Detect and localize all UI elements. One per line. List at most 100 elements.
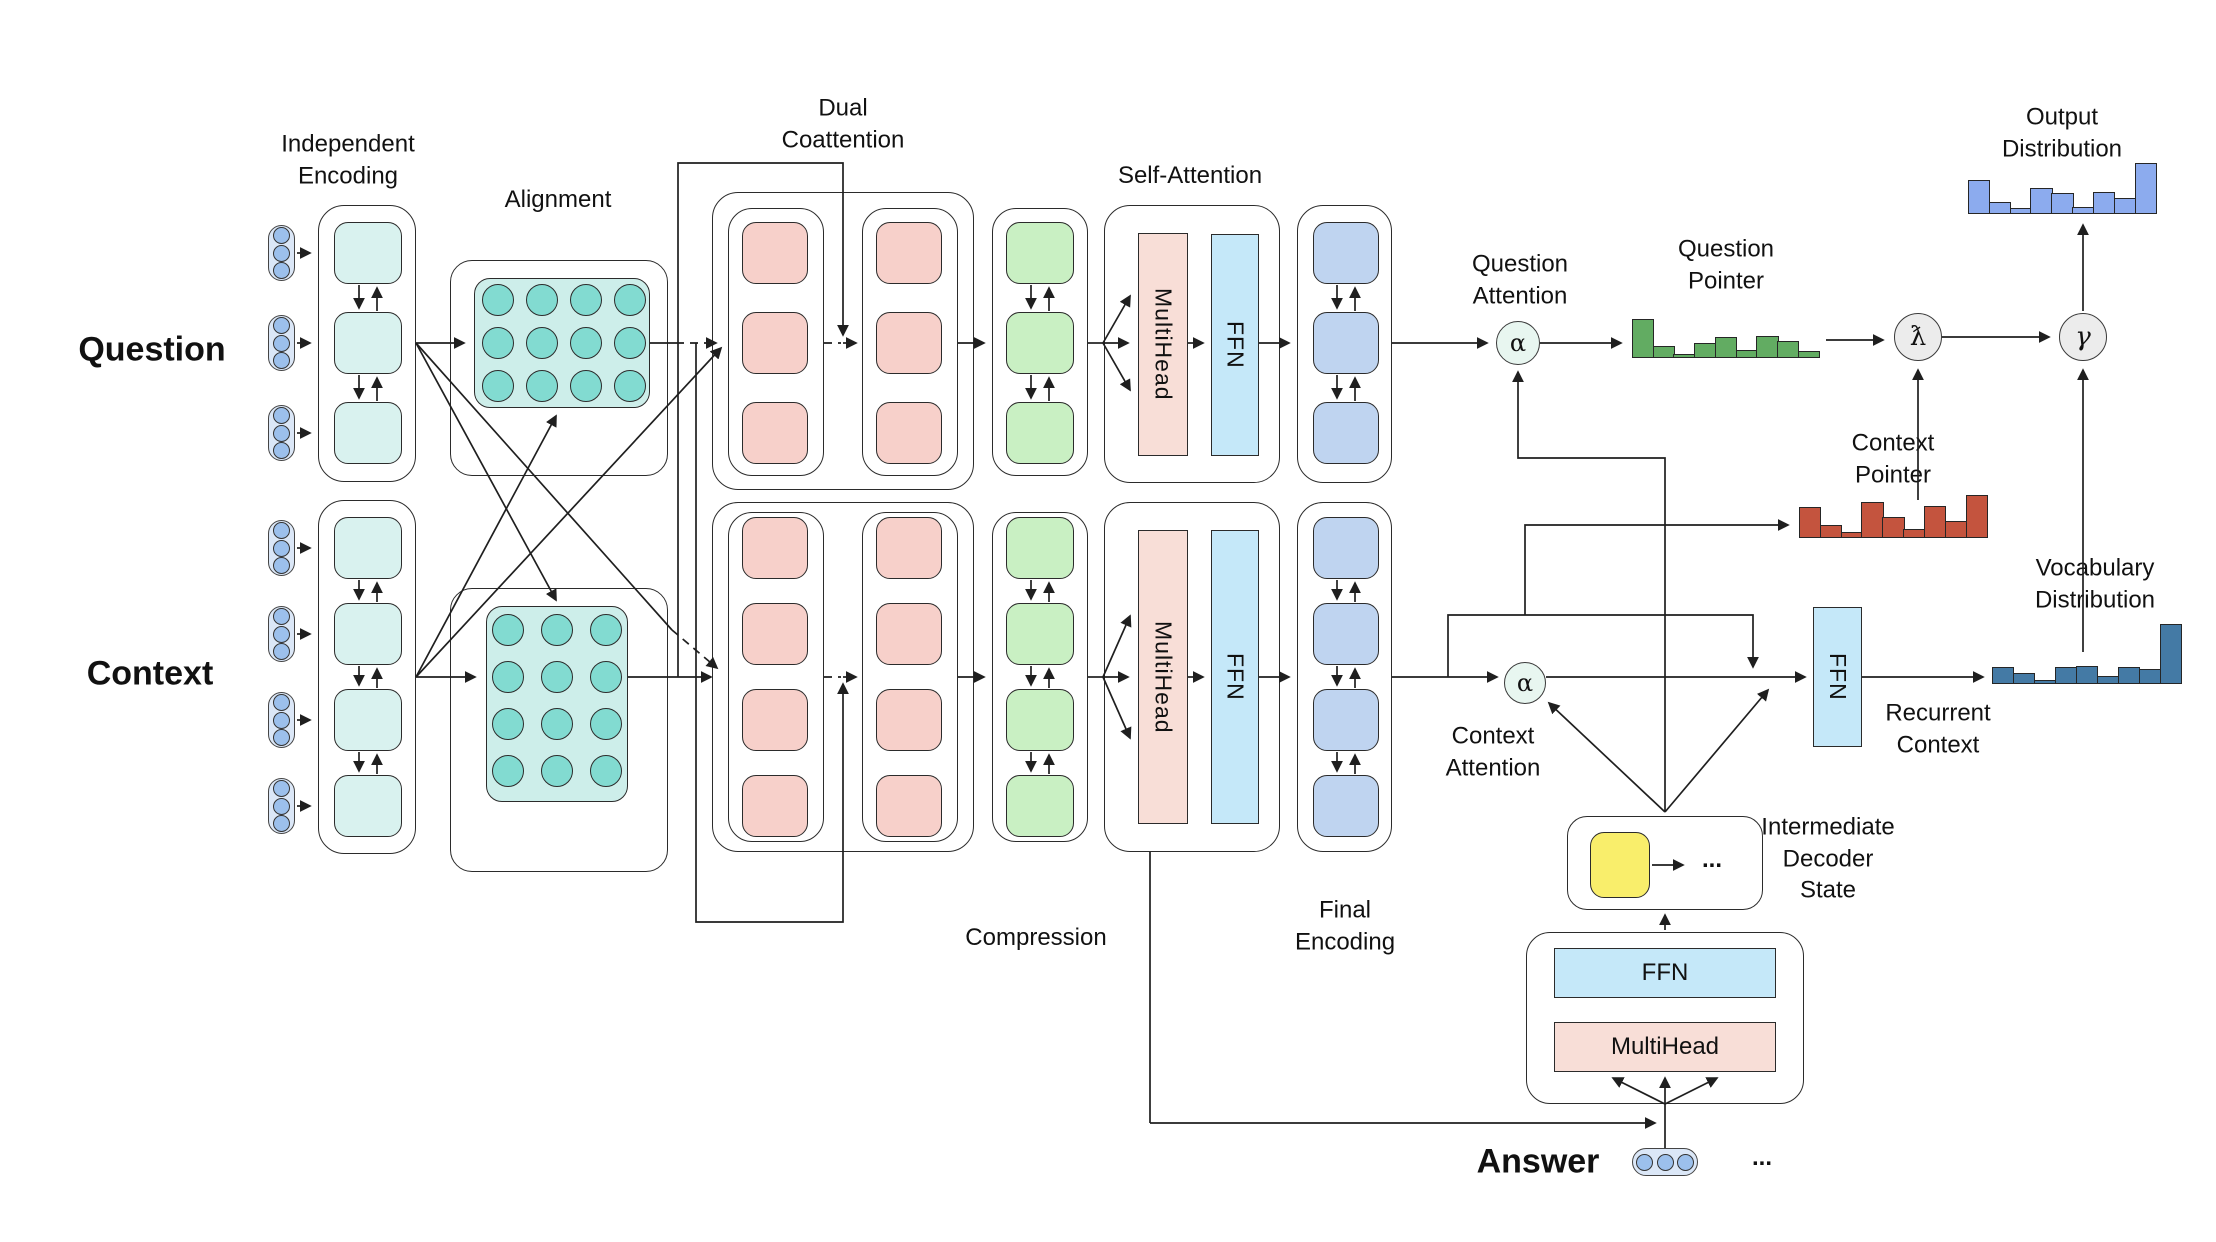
bar: [1992, 667, 2015, 684]
answer-token-pill: [1632, 1148, 1698, 1176]
coattention-context-col2: [862, 512, 958, 842]
question-token-pill: [268, 315, 295, 371]
token-circle: [273, 693, 290, 711]
question-encoder-cell: [334, 312, 402, 374]
coattention-question-cell: [742, 222, 808, 284]
token-circle: [273, 729, 290, 747]
context-alignment-circle: [541, 755, 573, 787]
final-encoding-question-cell: [1313, 402, 1379, 464]
context-alignment-circle: [590, 755, 622, 787]
intermediate-decoder-box: [1567, 816, 1763, 910]
token-circle: [273, 262, 290, 280]
question-multihead-box: MultiHead: [1138, 233, 1188, 456]
compression-question-cell: [1006, 222, 1074, 284]
compression-label: Compression: [965, 924, 1107, 952]
bar: [2054, 667, 2078, 684]
bar: [1861, 502, 1884, 538]
compression-context-col: [992, 512, 1088, 842]
bar: [2033, 680, 2057, 684]
context-token-pill: [268, 692, 295, 748]
question-alignment-circle: [526, 284, 558, 316]
context-alignment-circle: [541, 614, 573, 646]
bar: [1903, 529, 1926, 538]
bar: [2012, 673, 2036, 684]
context-ffn-label: FFN: [1222, 653, 1249, 701]
context-alignment-circle: [492, 755, 524, 787]
question-token-pill: [268, 225, 295, 281]
bar: [2134, 163, 2157, 214]
final-encoding-question-cell: [1313, 312, 1379, 374]
context-ffn-box: FFN: [1211, 530, 1259, 824]
coattention-context-cell: [742, 603, 808, 665]
token-circle: [273, 815, 290, 833]
coattention-question-cell: [876, 222, 942, 284]
decoder-ellipsis: ...: [1701, 846, 1723, 873]
context-alignment-circle: [541, 661, 573, 693]
context-token-pill: [268, 606, 295, 662]
token-circle: [273, 226, 290, 244]
token-circle: [273, 244, 290, 262]
token-circle: [273, 779, 290, 797]
final-encoding-context-cell: [1313, 775, 1379, 837]
bar: [1799, 507, 1822, 538]
bar: [1735, 350, 1758, 358]
context-alignment-circle: [492, 614, 524, 646]
question-ffn-box: FFN: [1211, 234, 1259, 456]
question-encoder-cell: [334, 402, 402, 464]
bar: [1923, 506, 1947, 538]
question-alignment-circle: [570, 327, 602, 359]
token-circle: [273, 424, 290, 442]
vocabulary-distribution-label: Vocabulary Distribution: [2034, 554, 2156, 613]
context-label: Context: [86, 654, 214, 693]
context-pointer-chart: [1799, 495, 1988, 538]
bar: [2030, 188, 2053, 214]
bar: [2117, 667, 2141, 684]
bar: [2113, 198, 2137, 214]
bar: [1819, 525, 1843, 538]
recurrent-context-label: Recurrent Context: [1885, 699, 1991, 758]
answer-label: Answer: [1476, 1142, 1600, 1181]
context-alignment-circle: [492, 661, 524, 693]
context-attention-label: Context Attention: [1445, 722, 1541, 781]
final-encoding-label: Final Encoding: [1294, 896, 1396, 955]
token-circle: [273, 539, 290, 557]
independent-encoding-label: Independent Encoding: [281, 130, 415, 189]
answer-token-circle: [1636, 1153, 1654, 1171]
coattention-question-col2: [862, 208, 958, 476]
output-distribution-label: Output Distribution: [2001, 103, 2123, 162]
compression-context-cell: [1006, 775, 1074, 837]
coattention-question-cell: [742, 402, 808, 464]
question-alignment-circle: [526, 327, 558, 359]
context-token-pill: [268, 778, 295, 834]
context-alignment-circle: [590, 614, 622, 646]
context-encoder-cell: [334, 517, 402, 579]
output-distribution-chart: [1968, 163, 2157, 214]
coattention-context-cell: [876, 517, 942, 579]
self-attention-label: Self-Attention: [1117, 162, 1263, 190]
bar: [2051, 193, 2074, 214]
context-token-pill: [268, 520, 295, 576]
decoder-ffn-label: FFN: [1641, 959, 1689, 986]
coattention-context-cell: [742, 689, 808, 751]
context-attention-node: α: [1504, 662, 1546, 704]
coattention-question-cell: [876, 312, 942, 374]
token-circle: [273, 557, 290, 575]
coattention-context-cell: [876, 603, 942, 665]
bar: [1673, 354, 1696, 358]
question-label: Question: [78, 330, 226, 369]
answer-token-circle: [1676, 1153, 1694, 1171]
lambda-label: ƛ: [1909, 322, 1927, 352]
dual-coattention-label: Dual Coattention: [781, 94, 905, 153]
token-circle: [273, 442, 290, 460]
bar: [1714, 337, 1738, 358]
question-alignment-circle: [526, 370, 558, 402]
compression-question-col: [992, 208, 1088, 476]
context-alignment-circle: [541, 708, 573, 740]
compression-context-cell: [1006, 603, 1074, 665]
token-circle: [273, 625, 290, 643]
question-alpha-label: α: [1509, 329, 1527, 357]
compression-context-cell: [1006, 689, 1074, 751]
token-circle: [273, 643, 290, 661]
coattention-context-cell: [876, 689, 942, 751]
